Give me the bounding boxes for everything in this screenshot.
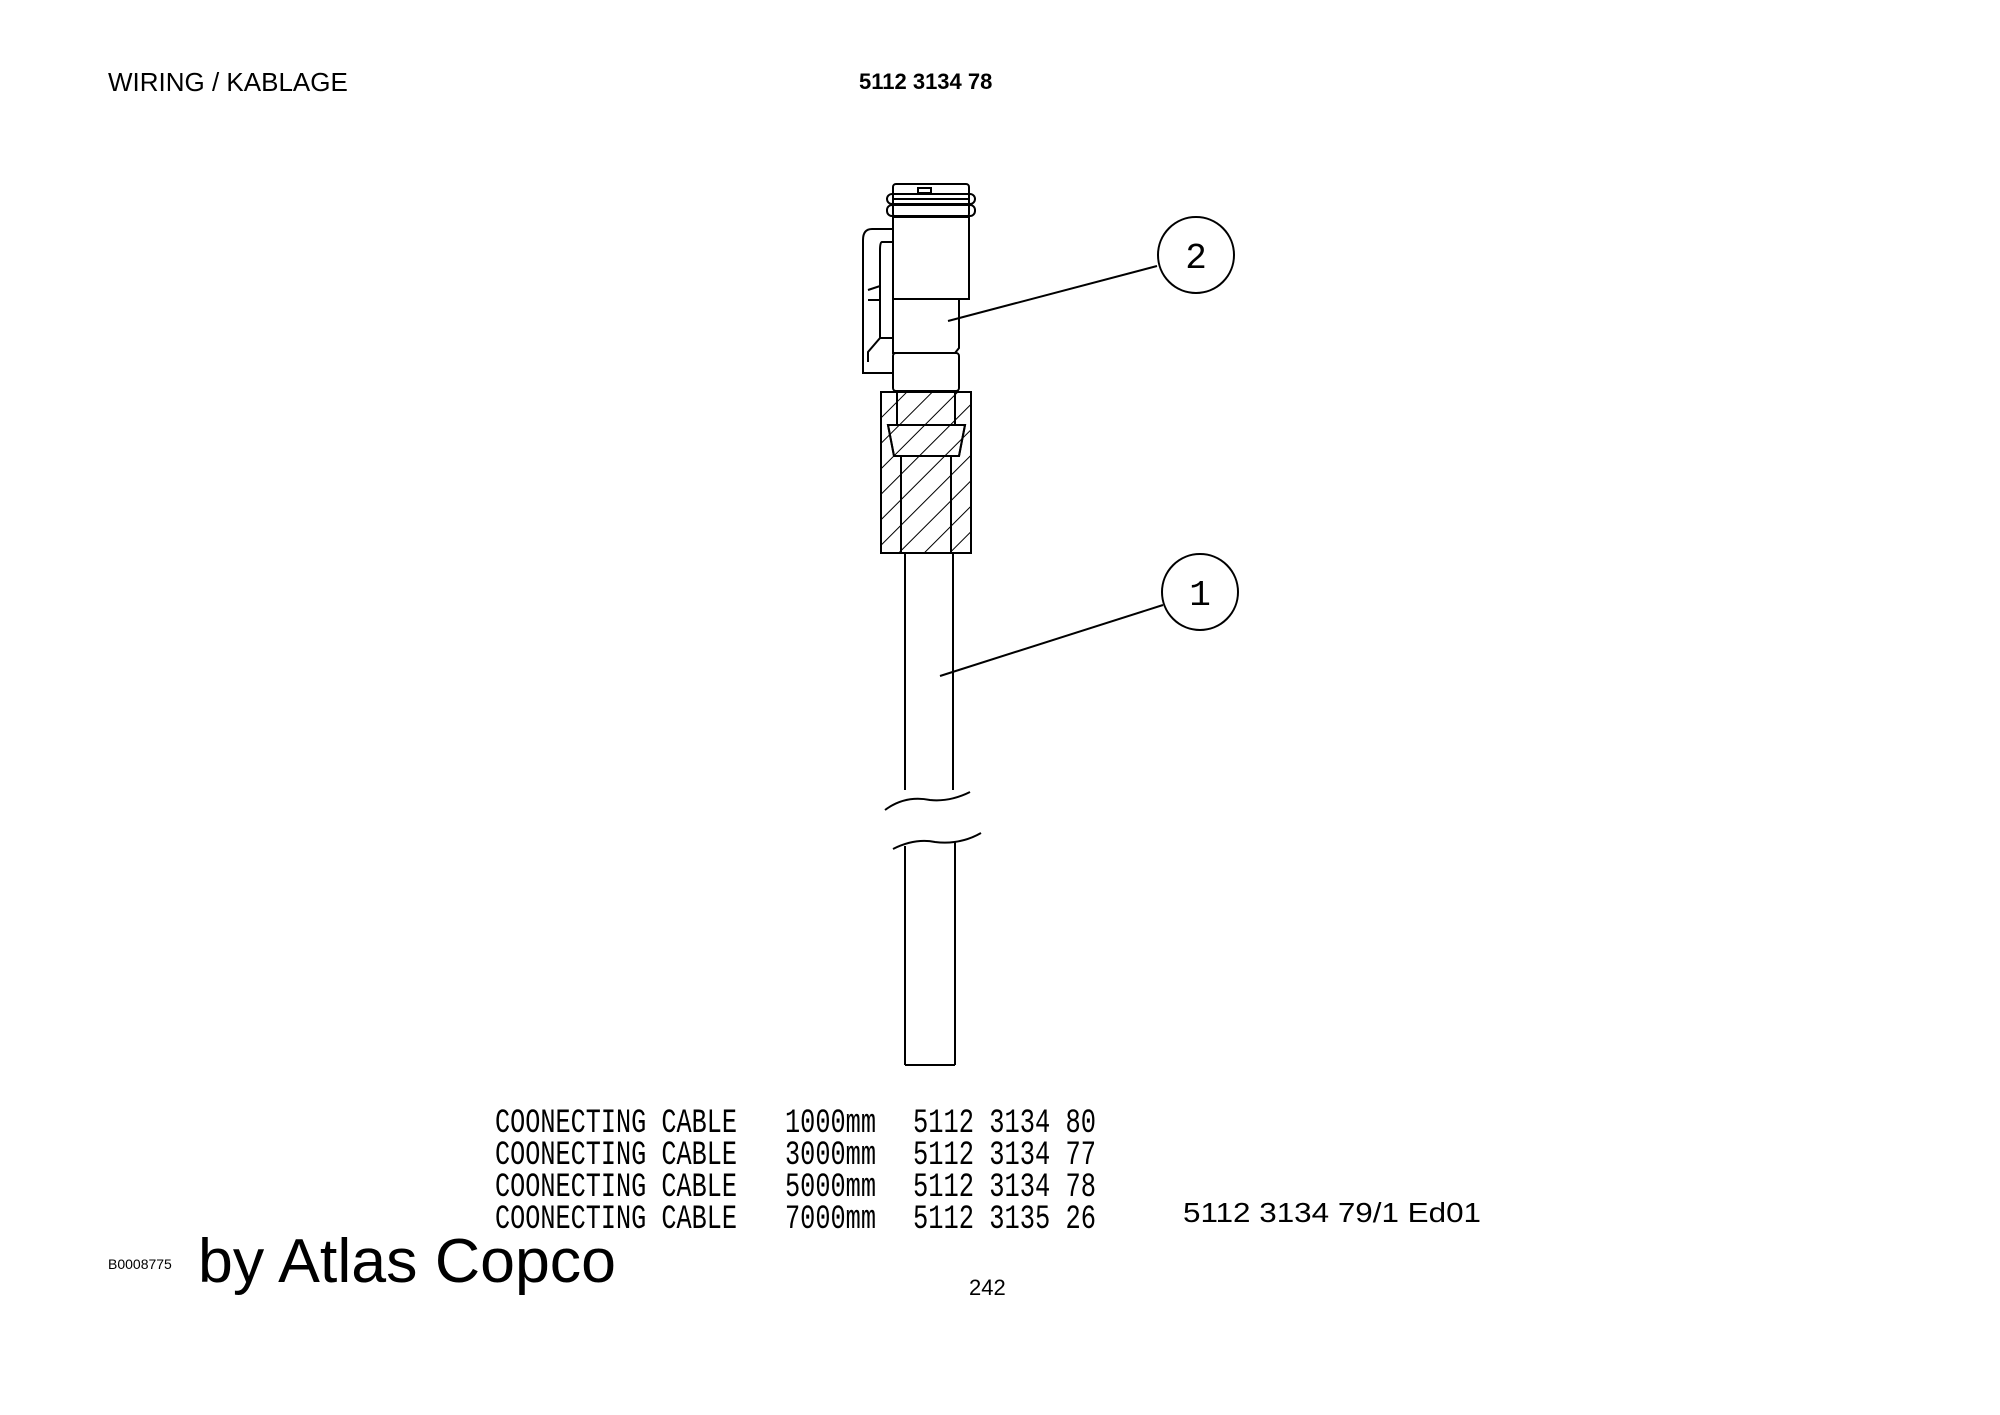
- table-row: COONECTING CABLE 7000mm 5112 3135 26: [495, 1201, 1096, 1239]
- length-cell: 5000mm: [785, 1169, 876, 1207]
- table-row: COONECTING CABLE 3000mm 5112 3134 77: [495, 1137, 1096, 1175]
- connector-drawing: [862, 183, 976, 392]
- part-number-cell: 5112 3134 78: [913, 1169, 1096, 1207]
- parts-table: COONECTING CABLE 1000mm 5112 3134 80 COO…: [495, 1105, 1096, 1239]
- image-code: B0008775: [108, 1256, 172, 1272]
- length-cell: 1000mm: [785, 1105, 876, 1143]
- break-line-lower: [892, 832, 982, 850]
- part-number-cell: 5112 3135 26: [913, 1201, 1096, 1239]
- description-cell: COONECTING CABLE: [495, 1169, 737, 1207]
- table-row: COONECTING CABLE 5000mm 5112 3134 78: [495, 1169, 1096, 1207]
- balloon-item-2: 2: [947, 216, 1235, 322]
- description-cell: COONECTING CABLE: [495, 1137, 737, 1175]
- balloon-label: 2: [1185, 238, 1207, 279]
- table-row: COONECTING CABLE 1000mm 5112 3134 80: [495, 1105, 1096, 1143]
- length-cell: 3000mm: [785, 1137, 876, 1175]
- description-cell: COONECTING CABLE: [495, 1201, 737, 1239]
- drawing-reference: 5112 3134 79/1 Ed01: [1183, 1197, 1481, 1228]
- page-number: 242: [969, 1275, 1006, 1300]
- balloon-label: 1: [1189, 575, 1211, 616]
- break-line-upper: [884, 791, 971, 811]
- part-number-cell: 5112 3134 77: [913, 1137, 1096, 1175]
- length-cell: 7000mm: [785, 1201, 876, 1239]
- part-number-cell: 5112 3134 80: [913, 1105, 1096, 1143]
- header-part-number: 5112 3134 78: [859, 69, 992, 94]
- cable-drawing: [884, 553, 982, 1066]
- watermark-text: by Atlas Copco: [198, 1227, 616, 1296]
- cable-sleeve-section: [880, 391, 972, 554]
- description-cell: COONECTING CABLE: [495, 1105, 737, 1143]
- balloon-item-1: 1: [939, 553, 1239, 677]
- section-title: WIRING / KABLAGE: [108, 67, 348, 97]
